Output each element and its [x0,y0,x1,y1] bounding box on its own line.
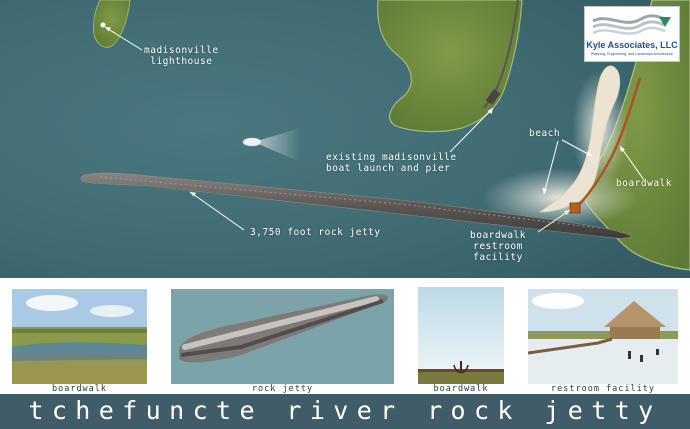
boat [242,137,262,147]
leader-restroom [537,209,571,233]
leader-beach-left [543,140,559,195]
boat-launch-pier [485,88,501,106]
arrow-boardwalk [620,146,625,152]
jetty-rock-texture [99,176,601,229]
title-bar: tchefuncte river rock jetty [0,394,690,429]
arrow-beach-left [542,188,547,194]
madisonville-peninsula [377,0,523,133]
caption-boardwalk-1: boardwalk [51,384,108,394]
lighthouse-marker [100,22,106,28]
logo-tagline: Planning, Engineering, and Landscape Arc… [591,52,673,56]
beach-sand-spit [538,65,621,213]
boat-wake-beam [254,128,300,162]
label-madisonville-lighthouse: madisonville lighthouse [144,45,219,67]
leader-lighthouse [104,26,143,51]
photo-boardwalk-marsh-image [12,289,147,384]
photo-boardwalk-elevation-image [418,287,504,384]
label-beach: beach [529,128,561,139]
photo-restroom-facility [528,289,678,384]
photo-rock-jetty [171,289,394,384]
label-lighthouse-line1: madisonville [144,45,219,56]
photo-boardwalk-marsh [12,289,147,384]
leader-beach-right [561,139,593,157]
leader-boardwalk [619,145,645,181]
label-boat-launch-line2: boat launch and pier [326,163,451,174]
label-restroom-line2: restroom [473,241,523,252]
label-lighthouse-line2: lighthouse [150,56,213,67]
arrow-beach-right [586,151,592,156]
label-restroom-line1: boardwalk [470,230,526,241]
photo-restroom-facility-image [528,289,678,384]
aerial-site-map [0,0,690,278]
photo-boardwalk-elevation [418,287,504,384]
company-logo: Kyle Associates, LLC Planning, Engineeri… [584,6,680,62]
label-boat-launch-line1: existing madisonville [326,152,457,163]
lighthouse-island [93,0,131,48]
caption-restroom-facility: restroom facility [551,384,655,394]
rock-jetty [80,172,633,239]
caption-boardwalk-2: boardwalk [433,384,489,394]
leader-boat-launch [449,107,494,153]
page-title: tchefuncte river rock jetty [28,396,662,425]
leader-jetty [189,191,245,231]
label-rock-jetty: 3,750 foot rock jetty [250,227,381,238]
label-boardwalk-map: boardwalk [616,178,672,189]
label-boat-launch: existing madisonville boat launch and pi… [326,152,457,174]
label-restroom-facility: boardwalk restroom facility [470,230,526,263]
arrow-jetty [190,192,196,197]
arrow-boat-launch [487,108,493,114]
boardwalk-path [579,77,642,205]
label-restroom-line3: facility [473,252,523,263]
arrow-restroom [564,210,570,215]
photo-strip: boardwalk rock jetty boardwalk restroom … [0,278,690,394]
caption-rock-jetty: rock jetty [251,384,314,394]
restroom-facility-marker [569,202,581,214]
photo-rock-jetty-image [171,289,394,384]
arrow-lighthouse [105,27,111,32]
logo-wave-graphic [592,14,671,35]
logo-company-name: Kyle Associates, LLC [586,40,678,50]
